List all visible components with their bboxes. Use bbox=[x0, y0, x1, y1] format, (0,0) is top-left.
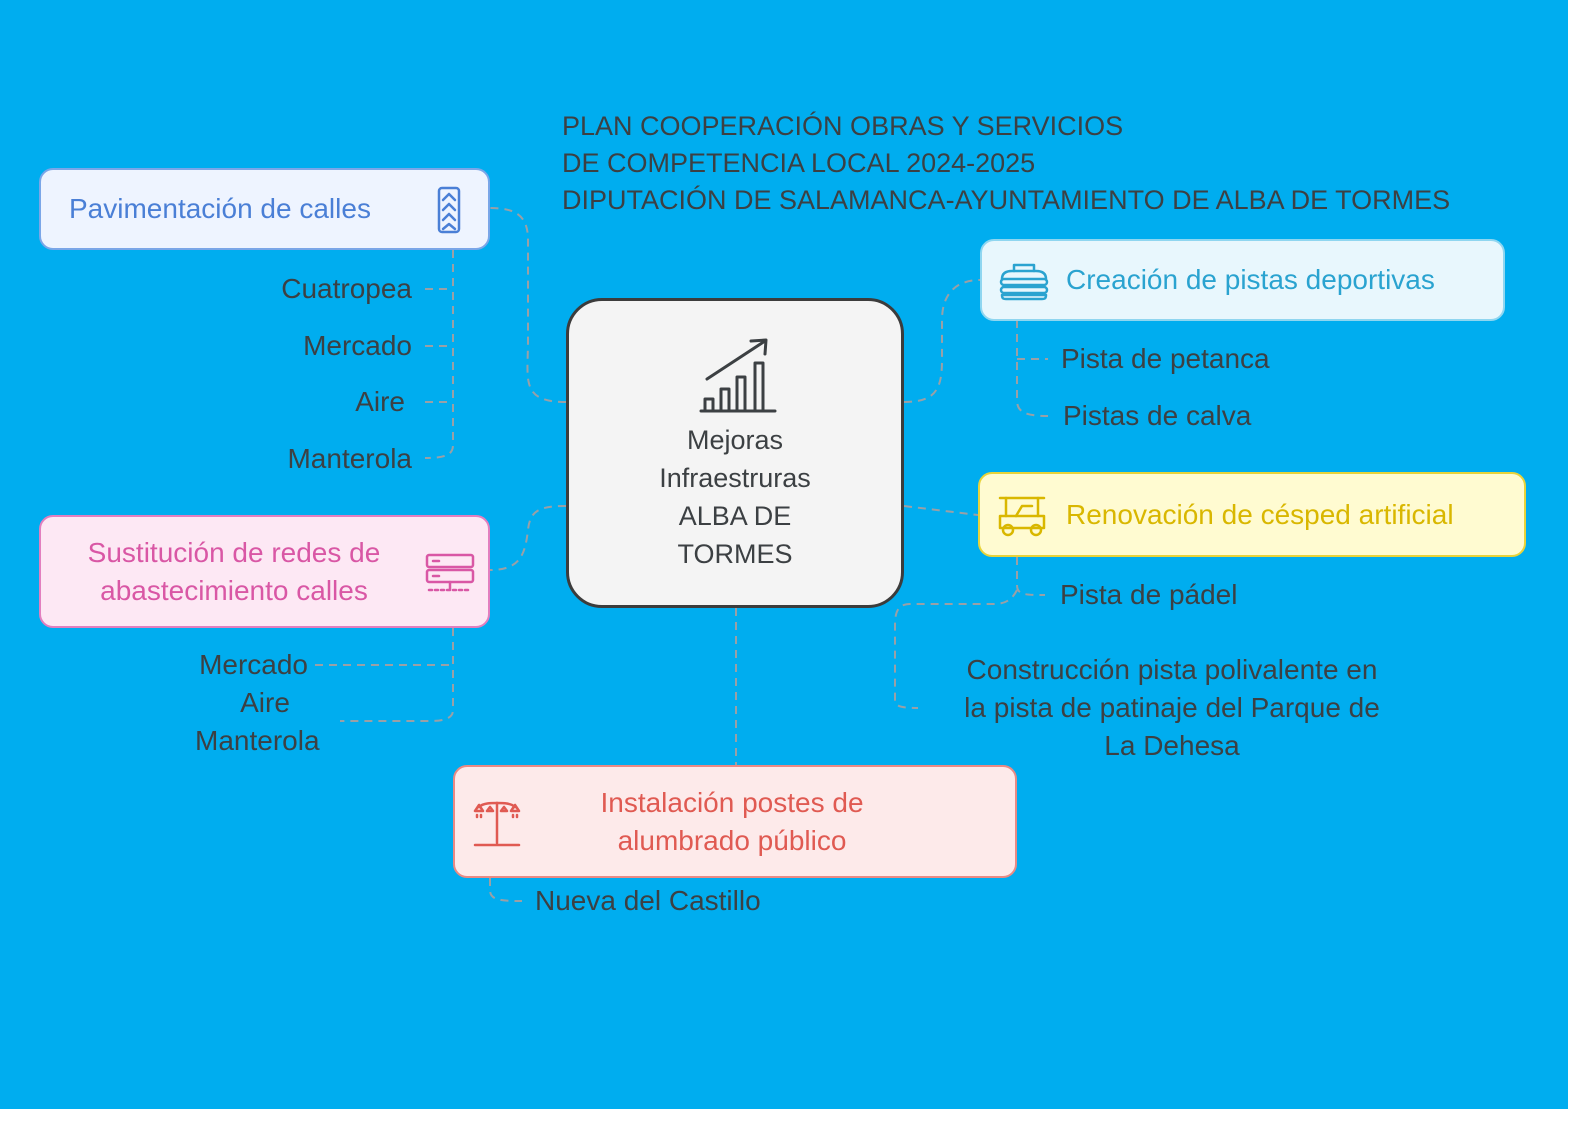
central-line-3: ALBA DE bbox=[678, 501, 792, 531]
leaf-pavimentacion-cuatropea: Cuatropea bbox=[281, 273, 412, 304]
leaf-polivalente-line-2: la pista de patinaje del Parque de bbox=[964, 692, 1380, 723]
branch-redes-line-2: abastecimiento calles bbox=[100, 574, 368, 606]
branch-alumbrado[interactable]: Instalación postes de alumbrado público bbox=[453, 765, 1017, 878]
branch-pistas-label: Creación de pistas deportivas bbox=[1066, 264, 1435, 295]
leaf-pavimentacion-mercado: Mercado bbox=[303, 330, 412, 361]
leaf-redes-mercado: Mercado bbox=[199, 649, 308, 680]
connector-cesped-polivalente bbox=[894, 589, 1018, 709]
branch-pavimentacion-label: Pavimentación de calles bbox=[69, 193, 371, 224]
branch-redes-label: Sustitución de redes de abastecimiento c… bbox=[41, 534, 427, 610]
branch-alumbrado-line-2: alumbrado público bbox=[617, 824, 847, 856]
leaf-redes-manterola: Manterola bbox=[195, 725, 320, 756]
plan-title: PLAN COOPERACIÓN OBRAS Y SERVICIOS DE CO… bbox=[562, 108, 1450, 219]
leaf-pistas-calva: Pistas de calva bbox=[1063, 400, 1252, 431]
mind-map-canvas: PLAN COOPERACIÓN OBRAS Y SERVICIOS DE CO… bbox=[0, 0, 1568, 1109]
branch-pistas[interactable]: Creación de pistas deportivas bbox=[980, 239, 1505, 321]
central-line-2: Infraestruras bbox=[659, 463, 811, 493]
leaf-pistas-petanca: Pista de petanca bbox=[1061, 343, 1270, 374]
street-lamp-icon bbox=[473, 801, 521, 847]
title-line-2: DE COMPETENCIA LOCAL 2024-2025 bbox=[562, 148, 1036, 178]
connector-redes-trunk bbox=[340, 628, 454, 722]
branch-pavimentacion[interactable]: Pavimentación de calles bbox=[39, 168, 490, 250]
connector-center-redes bbox=[489, 505, 567, 571]
central-topic-label: Mejoras Infraestruras ALBA DE TORMES bbox=[569, 421, 901, 573]
leaf-polivalente-line-3: La Dehesa bbox=[1104, 730, 1240, 761]
leaf-pavimentacion-manterola: Manterola bbox=[287, 443, 412, 474]
growth-chart-icon bbox=[699, 338, 777, 413]
golf-cart-icon bbox=[998, 496, 1046, 537]
connector-center-pistas bbox=[903, 279, 981, 403]
central-topic-node: Mejoras Infraestruras ALBA DE TORMES bbox=[566, 298, 904, 608]
server-icon bbox=[425, 553, 475, 592]
chevrons-up-icon bbox=[437, 186, 461, 234]
branch-alumbrado-line-1: Instalación postes de bbox=[600, 786, 864, 818]
branch-redes[interactable]: Sustitución de redes de abastecimiento c… bbox=[39, 515, 490, 628]
leaf-alumbrado-castillo: Nueva del Castillo bbox=[535, 885, 761, 916]
connector-alumbrado-castillo bbox=[489, 878, 523, 902]
title-line-1: PLAN COOPERACIÓN OBRAS Y SERVICIOS bbox=[562, 111, 1124, 141]
connector-pistas-trunk bbox=[1016, 320, 1049, 417]
connector-pav-trunk bbox=[424, 250, 454, 459]
connector-lines bbox=[315, 207, 1049, 902]
leaf-cesped-padel: Pista de pádel bbox=[1060, 579, 1238, 610]
central-line-4: TORMES bbox=[677, 539, 793, 569]
title-line-3: DIPUTACIÓN DE SALAMANCA-AYUNTAMIENTO DE … bbox=[562, 185, 1451, 215]
leaf-polivalente-line-1: Construcción pista polivalente en bbox=[966, 654, 1378, 685]
branch-redes-line-1: Sustitución de redes de bbox=[87, 536, 381, 568]
connector-center-pavimentacion bbox=[489, 207, 567, 403]
leaf-redes-aire: Aire bbox=[240, 687, 290, 718]
leaf-cesped-polivalente: Construcción pista polivalente en la pis… bbox=[922, 651, 1422, 765]
branch-cesped[interactable]: Renovación de césped artificial bbox=[978, 472, 1526, 557]
connector-center-cesped bbox=[903, 505, 979, 516]
connector-cesped-trunk bbox=[1016, 557, 1046, 596]
stacked-layers-icon bbox=[999, 263, 1049, 301]
branch-cesped-label: Renovación de césped artificial bbox=[1066, 498, 1454, 530]
leaf-pavimentacion-aire: Aire bbox=[355, 386, 405, 417]
central-line-1: Mejoras bbox=[686, 425, 784, 455]
branch-alumbrado-label: Instalación postes de alumbrado público bbox=[455, 784, 1009, 860]
